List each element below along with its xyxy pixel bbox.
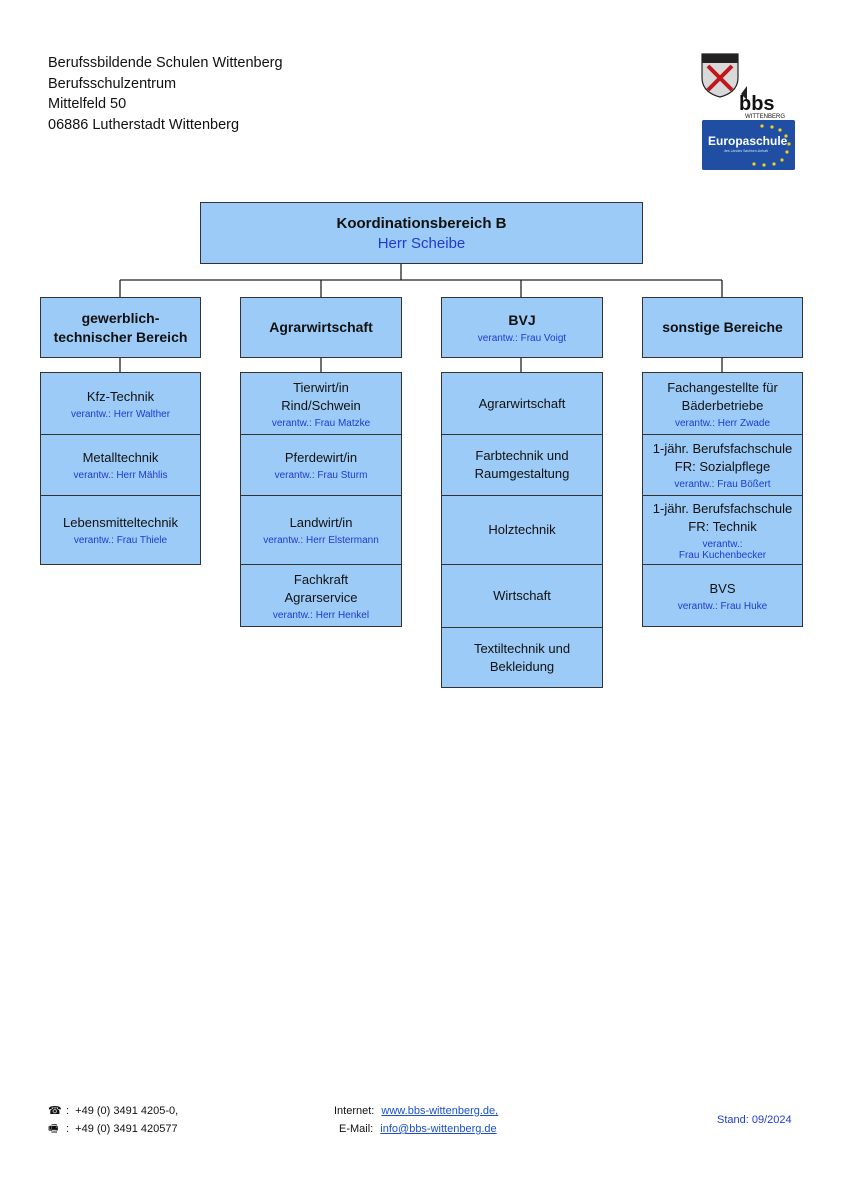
internet-label: Internet: (334, 1105, 375, 1117)
department-title: Wirtschaft (493, 588, 551, 603)
department-title: Farbtechnik und Raumgestaltung (474, 448, 570, 481)
department-title: Agrarwirtschaft (478, 395, 566, 411)
address-line: Berufssbildende Schulen Wittenberg (48, 55, 283, 71)
fax-number: +49 (0) 3491 420577 (75, 1123, 178, 1135)
department-title: Fachkraft Agrarservice (284, 571, 358, 605)
address-line: Mittelfeld 50 (48, 96, 127, 112)
column-header-title: gewerblich- technischer Bereich (53, 309, 188, 345)
column-header-title: sonstige Bereiche (662, 319, 783, 335)
phone-icon: ☎ (48, 1105, 62, 1117)
department-box: Fachkraft Agrarservice verantw.: Herr He… (240, 564, 402, 627)
department-title: Landwirt/in (289, 515, 353, 530)
department-title: 1-jähr. Berufsfachschule FR: Sozialpfleg… (652, 441, 793, 474)
department-box: Textiltechnik und Bekleidung (441, 627, 603, 688)
coordination-area-title: Koordinationsbereich B (336, 214, 507, 232)
footer-links: Internet: www.bbs-wittenberg.de, E-Mail:… (334, 1102, 498, 1138)
department-box: Holztechnik (441, 495, 603, 565)
department-responsible: verantw.: Herr Zwade (674, 417, 771, 429)
bbs-logo-subtext: WITTENBERG (745, 114, 785, 120)
coordination-area-box: Koordinationsbereich B Herr Scheibe (200, 202, 643, 264)
bbs-logo-graphic: bbs WITTENBERG (739, 86, 785, 120)
department-box: Landwirt/in verantw.: Herr Elstermann (240, 495, 402, 565)
department-box: Farbtechnik und Raumgestaltung (441, 434, 603, 496)
department-title: Pferdewirt/in (284, 450, 358, 465)
department-box: Fachangestellte für Bäderbetriebe verant… (642, 372, 803, 435)
eu-stars-icon (752, 124, 791, 167)
department-responsible: verantw.: Frau Matzke (271, 417, 371, 429)
department-title: BVS (709, 580, 736, 596)
column-header-gewerblich: gewerblich- technischer Bereich (40, 297, 201, 358)
europaschule-logo-graphic: Europaschule des Landes Sachsen-Anhalt (702, 120, 795, 170)
department-title: Kfz-Technik (86, 388, 155, 404)
email-label: E-Mail: (339, 1123, 374, 1135)
wittenberg-coat-of-arms-logo (701, 53, 739, 98)
europaschule-logo-subtext: des Landes Sachsen-Anhalt (724, 149, 768, 153)
phone-number: +49 (0) 3491 4205-0, (75, 1105, 179, 1117)
department-responsible: verantw.: Herr Henkel (272, 609, 370, 621)
coordination-area-head: Herr Scheibe (377, 234, 466, 252)
department-title: Fachangestellte für Bäderbetriebe (667, 379, 778, 413)
department-title: Lebensmitteltechnik (63, 515, 178, 530)
column-header-bvj: BVJ verantw.: Frau Voigt (441, 297, 603, 358)
website-link[interactable]: www.bbs-wittenberg.de, (381, 1105, 499, 1117)
address-line: 06886 Lutherstadt Wittenberg (48, 116, 240, 133)
department-responsible: verantw.: Herr Elstermann (263, 535, 379, 546)
fax-icon: 🖷 (48, 1123, 59, 1135)
department-title: Metalltechnik (82, 450, 159, 465)
department-box: 1-jähr. Berufsfachschule FR: Technik ver… (642, 495, 803, 565)
department-box: Pferdewirt/in verantw.: Frau Sturm (240, 434, 402, 496)
column-header-responsible: verantw.: Frau Voigt (477, 333, 567, 344)
department-responsible: verantw.: Herr Walther (70, 408, 171, 420)
department-title: Textiltechnik und Bekleidung (473, 640, 571, 674)
department-box: BVS verantw.: Frau Huke (642, 564, 803, 627)
department-box: Metalltechnik verantw.: Herr Mählis (40, 434, 201, 496)
footer-contact: ☎ : +49 (0) 3491 4205-0, 🖷 : +49 (0) 349… (48, 1102, 178, 1138)
department-responsible: verantw.: Herr Mählis (73, 470, 168, 481)
department-box: Tierwirt/in Rind/Schwein verantw.: Frau … (240, 372, 402, 435)
department-title: Tierwirt/in Rind/Schwein (281, 379, 361, 413)
department-box: Lebensmitteltechnik verantw.: Frau Thiel… (40, 495, 201, 565)
department-title: Holztechnik (488, 522, 556, 537)
bbs-logo: bbs WITTENBERG (735, 80, 795, 120)
europaschule-logo-text: Europaschule (708, 134, 788, 148)
bbs-logo-text: bbs (739, 93, 775, 115)
department-responsible: verantw.: Frau Sturm (274, 470, 368, 481)
department-box: Agrarwirtschaft (441, 372, 603, 435)
department-responsible: verantw.: Frau Kuchenbecker (678, 538, 767, 561)
department-box: Kfz-Technik verantw.: Herr Walther (40, 372, 201, 435)
department-responsible: verantw.: Frau Bößert (674, 479, 771, 490)
europaschule-logo: Europaschule des Landes Sachsen-Anhalt (702, 120, 795, 170)
column-header-agrarwirtschaft: Agrarwirtschaft (240, 297, 402, 358)
document-date: Stand: 09/2024 (717, 1114, 792, 1126)
column-header-title: BVJ (508, 312, 536, 328)
department-box: Wirtschaft (441, 564, 603, 628)
column-header-title: Agrarwirtschaft (269, 319, 373, 335)
address-line: Berufsschulzentrum (48, 75, 177, 92)
department-title: 1-jähr. Berufsfachschule FR: Technik (652, 500, 793, 534)
column-header-sonstige: sonstige Bereiche (642, 297, 803, 358)
department-responsible: verantw.: Frau Thiele (73, 535, 168, 546)
email-link[interactable]: info@bbs-wittenberg.de (380, 1123, 497, 1135)
department-responsible: verantw.: Frau Huke (677, 600, 768, 612)
school-address: Berufssbildende Schulen Wittenberg Beruf… (48, 53, 283, 135)
department-box: 1-jähr. Berufsfachschule FR: Sozialpfleg… (642, 434, 803, 496)
